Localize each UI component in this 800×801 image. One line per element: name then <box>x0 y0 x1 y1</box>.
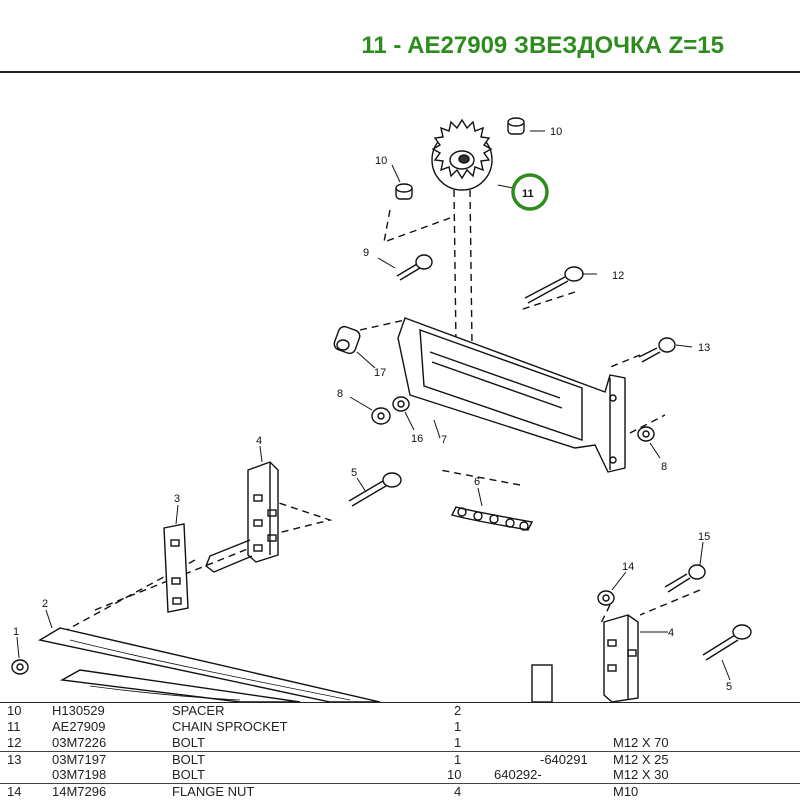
part-number: AE27909 <box>52 719 106 734</box>
part-description: CHAIN SPROCKET <box>172 719 288 734</box>
ref-number: 10 <box>7 703 22 718</box>
part-quantity: 1 <box>454 735 462 750</box>
part-quantity: 1 <box>454 719 462 734</box>
highlight-circle <box>511 173 549 211</box>
wear-plate-part[interactable] <box>163 523 189 613</box>
part-description: BOLT <box>172 752 205 767</box>
callout-4: 4 <box>256 435 262 447</box>
callout-15: 15 <box>698 531 710 543</box>
callout-5: 5 <box>351 467 357 479</box>
callout-13: 13 <box>698 342 710 354</box>
serial-range: -640291 <box>540 752 588 767</box>
part-number: 03M7226 <box>52 735 107 750</box>
callout-4: 4 <box>668 627 674 639</box>
flange-nut-part[interactable] <box>11 396 655 675</box>
part-quantity: 1 <box>454 752 462 767</box>
callout-1: 1 <box>13 626 19 638</box>
part-number: 14M7296 <box>52 784 107 799</box>
part-description: SPACER <box>172 703 225 718</box>
callout-8: 8 <box>337 388 343 400</box>
part-remarks: M12 X 25 <box>613 752 669 767</box>
page-title: 11 - AE27909 ЗВЕЗДОЧКА Z=15 <box>361 32 724 59</box>
parts-row: 12 03M7226 BOLT 1 M12 X 70 <box>0 735 800 751</box>
bolt-part-9[interactable] <box>396 254 433 281</box>
part-remarks: M12 X 70 <box>613 735 669 750</box>
bushing-part[interactable] <box>333 325 362 355</box>
callout-7: 7 <box>441 434 447 446</box>
spacer-part[interactable] <box>395 117 525 200</box>
part-description: BOLT <box>172 767 205 782</box>
ref-number: 11 <box>7 719 21 734</box>
callout-12: 12 <box>612 270 624 282</box>
callout-17: 17 <box>374 367 386 379</box>
parts-row: 11 AE27909 CHAIN SPROCKET 1 <box>0 719 800 735</box>
part-quantity: 2 <box>454 703 462 718</box>
ref-number: 14 <box>7 784 22 799</box>
callout-6: 6 <box>474 476 480 488</box>
roller-chain-part[interactable] <box>450 506 534 531</box>
parts-row: 10 H130529 SPACER 2 <box>0 703 800 719</box>
bracket-part[interactable] <box>397 317 626 473</box>
callout-8: 8 <box>661 461 667 473</box>
callout-2: 2 <box>42 598 48 610</box>
ref-number: 13 <box>7 752 22 767</box>
part-number: 03M7197 <box>52 752 107 767</box>
chain-sprocket-part[interactable] <box>431 118 493 191</box>
upright-bracket-part-right[interactable] <box>531 614 639 702</box>
callout-10: 10 <box>550 126 562 138</box>
part-number: H130529 <box>52 703 105 718</box>
bolt-part-15[interactable] <box>664 564 706 593</box>
serial-range: 640292- <box>494 767 542 782</box>
upright-bracket-part[interactable] <box>205 461 279 573</box>
part-number: 03M7198 <box>52 767 107 782</box>
part-remarks: M10 <box>613 784 639 799</box>
frame-rail-part[interactable] <box>38 627 381 702</box>
callout-11: 11 <box>522 188 534 200</box>
exploded-parts-diagram: 10 10 11 9 12 13 17 8 16 7 8 4 3 5 6 15 … <box>11 117 752 702</box>
part-description: FLANGE NUT <box>172 784 255 799</box>
callout-9: 9 <box>363 247 369 259</box>
callout-3: 3 <box>174 493 180 505</box>
parts-list: 10 H130529 SPACER 2 11 AE27909 CHAIN SPR… <box>0 702 800 801</box>
part-quantity: 10 <box>447 767 462 782</box>
part-remarks: M12 X 30 <box>613 767 669 782</box>
parts-row: 14 14M7296 FLANGE NUT 4 M10 <box>0 783 800 800</box>
bolt-part-5[interactable] <box>348 472 752 661</box>
parts-row: 03M7198 BOLT 10 640292- M12 X 30 <box>0 767 800 783</box>
callout-10: 10 <box>375 155 387 167</box>
ref-number: 12 <box>7 735 22 750</box>
callout-16: 16 <box>411 433 423 445</box>
part-quantity: 4 <box>454 784 462 799</box>
part-description: BOLT <box>172 735 205 750</box>
parts-row: 13 03M7197 BOLT 1 -640291 M12 X 25 <box>0 751 800 768</box>
callout-5: 5 <box>726 681 732 693</box>
bolt-part-12[interactable] <box>524 266 584 304</box>
bolt-part-13[interactable] <box>638 337 676 363</box>
title-divider <box>0 71 800 73</box>
callout-14: 14 <box>622 561 634 573</box>
